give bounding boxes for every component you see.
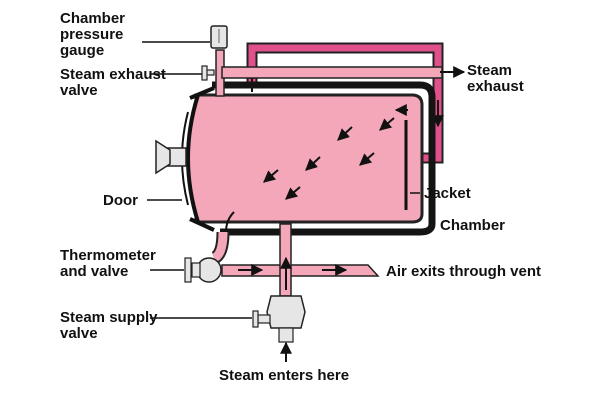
label-air-exit: Air exits through vent [386,263,541,280]
label-steam-exhaust: Steam exhaust [467,62,524,95]
steam-exhaust-pipe [221,66,466,79]
label-pressure-gauge: Chamber pressure gauge [60,10,129,59]
thermometer-valve-icon [184,257,222,283]
leader-lines [142,41,420,319]
supply-valve-icon [252,295,306,343]
label-door: Door [103,192,138,209]
label-thermometer: Thermometer and valve [60,247,160,280]
chamber-body [194,93,424,224]
label-supply-valve: Steam supply valve [60,309,162,342]
chamber-flow-arrows [263,104,408,200]
jacket-wall [212,81,436,236]
label-exhaust-valve: Steam exhaust valve [60,66,170,99]
door-handle-icon [155,139,187,175]
air-vent-pipe [221,264,380,277]
label-steam-enters: Steam enters here [219,367,349,384]
label-jacket: Jacket [424,185,471,202]
steam-supply-pipe [279,223,292,297]
pressure-gauge-icon [210,25,228,49]
exhaust-valve-icon [201,65,215,81]
label-chamber: Chamber [440,217,505,234]
thermometer-pipe [211,211,235,265]
